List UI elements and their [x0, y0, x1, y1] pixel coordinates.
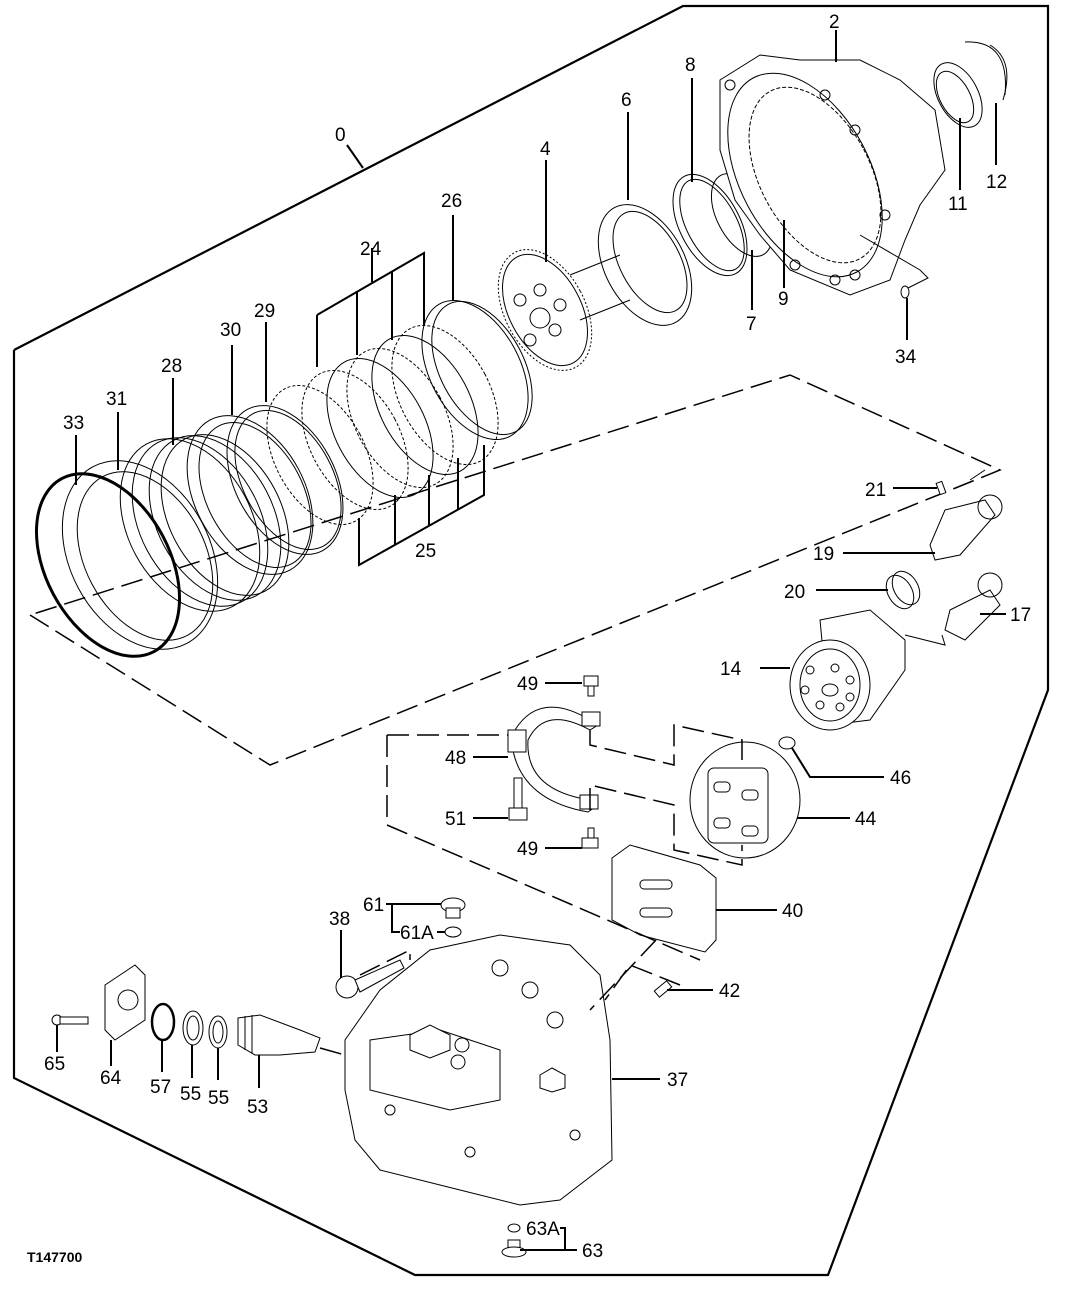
callout-63: 63 — [582, 1241, 603, 1262]
part-14-cylinder-block[interactable] — [789, 609, 906, 731]
callout-19: 19 — [813, 544, 834, 565]
callout-24: 24 — [360, 239, 382, 260]
part-42-plug[interactable] — [653, 980, 673, 998]
callout-2: 2 — [829, 12, 840, 33]
part-38-bolt[interactable] — [335, 959, 405, 999]
callout-42: 42 — [719, 981, 740, 1002]
part-30-ring[interactable] — [162, 394, 339, 596]
callout-20: 20 — [784, 582, 805, 603]
part-26-plate[interactable] — [400, 283, 553, 458]
part-34-o-ring[interactable] — [859, 234, 929, 299]
assembly-path-lines — [319, 469, 986, 1056]
callout-37: 37 — [667, 1070, 688, 1091]
leader-lines — [56, 30, 1006, 1251]
callout-17: 17 — [1010, 605, 1031, 626]
part-49-bolt-upper[interactable] — [583, 675, 599, 697]
part-12-snap-ring[interactable] — [964, 41, 1008, 101]
callout-61: 61 — [363, 895, 384, 916]
callout-38: 38 — [329, 909, 350, 930]
part-8-ring[interactable] — [658, 162, 763, 287]
part-29-ring[interactable] — [203, 386, 366, 574]
part-19-piston[interactable] — [929, 494, 1003, 561]
part-33-o-ring[interactable] — [7, 449, 209, 680]
part-65-bolt[interactable] — [51, 1014, 89, 1026]
part-63A-o-ring[interactable] — [507, 1223, 521, 1233]
part-31-ring[interactable] — [31, 434, 249, 676]
part-37-valve-housing[interactable] — [344, 934, 613, 1206]
part-44-valve-plate[interactable] — [689, 741, 801, 859]
callout-55-b: 55 — [208, 1088, 229, 1109]
subassembly-dashed-boundary — [29, 374, 1002, 766]
callout-61A: 61A — [400, 923, 434, 944]
part-20-spring[interactable] — [881, 566, 926, 613]
part-40-plate[interactable] — [611, 844, 717, 953]
callout-49-upper: 49 — [517, 674, 538, 695]
part-21-pin[interactable] — [935, 480, 947, 496]
callout-26: 26 — [441, 191, 462, 212]
callout-11: 11 — [948, 194, 968, 215]
part-6-bearing[interactable] — [579, 189, 711, 341]
callout-51: 51 — [445, 809, 466, 830]
callout-6: 6 — [621, 90, 632, 111]
callout-46: 46 — [890, 768, 911, 789]
part-61A-o-ring[interactable] — [444, 926, 462, 938]
callout-44: 44 — [855, 809, 877, 830]
callout-33: 33 — [63, 413, 84, 434]
part-57-o-ring[interactable] — [150, 1002, 176, 1042]
callout-55-a: 55 — [180, 1084, 201, 1105]
callout-53: 53 — [247, 1097, 268, 1118]
callout-labels: 0 2 4 6 7 8 9 11 12 14 17 19 20 21 24 25… — [27, 12, 1031, 1265]
part-61-plug[interactable] — [440, 897, 466, 919]
callout-40: 40 — [782, 901, 803, 922]
part-17-piston[interactable] — [944, 572, 1003, 641]
callout-7: 7 — [746, 314, 757, 335]
callout-28: 28 — [161, 356, 182, 377]
part-64-cover[interactable] — [104, 964, 146, 1041]
callout-31: 31 — [106, 389, 127, 410]
part-55-backup-ring-b[interactable] — [208, 1015, 228, 1049]
part-55-backup-ring-a[interactable] — [182, 1010, 204, 1046]
callout-29: 29 — [254, 301, 275, 322]
callout-30: 30 — [220, 320, 241, 341]
assembly-boundary — [12, 4, 1050, 1277]
part-11-seal[interactable] — [924, 55, 992, 136]
parts-24-25-clutch-plates[interactable] — [245, 308, 520, 543]
callout-64: 64 — [100, 1068, 122, 1089]
part-63-plug[interactable] — [501, 1239, 527, 1258]
callout-25: 25 — [415, 541, 436, 562]
callout-63A: 63A — [526, 1219, 560, 1240]
callout-57: 57 — [150, 1077, 171, 1098]
callout-21: 21 — [865, 480, 886, 501]
callout-49-lower: 49 — [517, 839, 538, 860]
part-48-yoke[interactable] — [507, 706, 601, 813]
part-2-housing[interactable] — [696, 47, 946, 302]
figure-id: T147700 — [27, 1249, 82, 1265]
part-4-gear-shaft[interactable] — [479, 234, 631, 386]
callout-9: 9 — [778, 289, 789, 310]
part-49-bolt-lower[interactable] — [581, 827, 599, 849]
part-53-spool[interactable] — [237, 1014, 321, 1056]
callout-14: 14 — [720, 659, 742, 680]
callout-0: 0 — [335, 125, 346, 146]
part-51-bolt[interactable] — [508, 777, 528, 821]
callout-12: 12 — [986, 172, 1007, 193]
callout-65: 65 — [44, 1054, 65, 1075]
callout-34: 34 — [895, 347, 917, 368]
callout-8: 8 — [685, 55, 696, 76]
callout-4: 4 — [540, 139, 551, 160]
callout-48: 48 — [445, 748, 466, 769]
part-46-bushing[interactable] — [778, 736, 796, 750]
